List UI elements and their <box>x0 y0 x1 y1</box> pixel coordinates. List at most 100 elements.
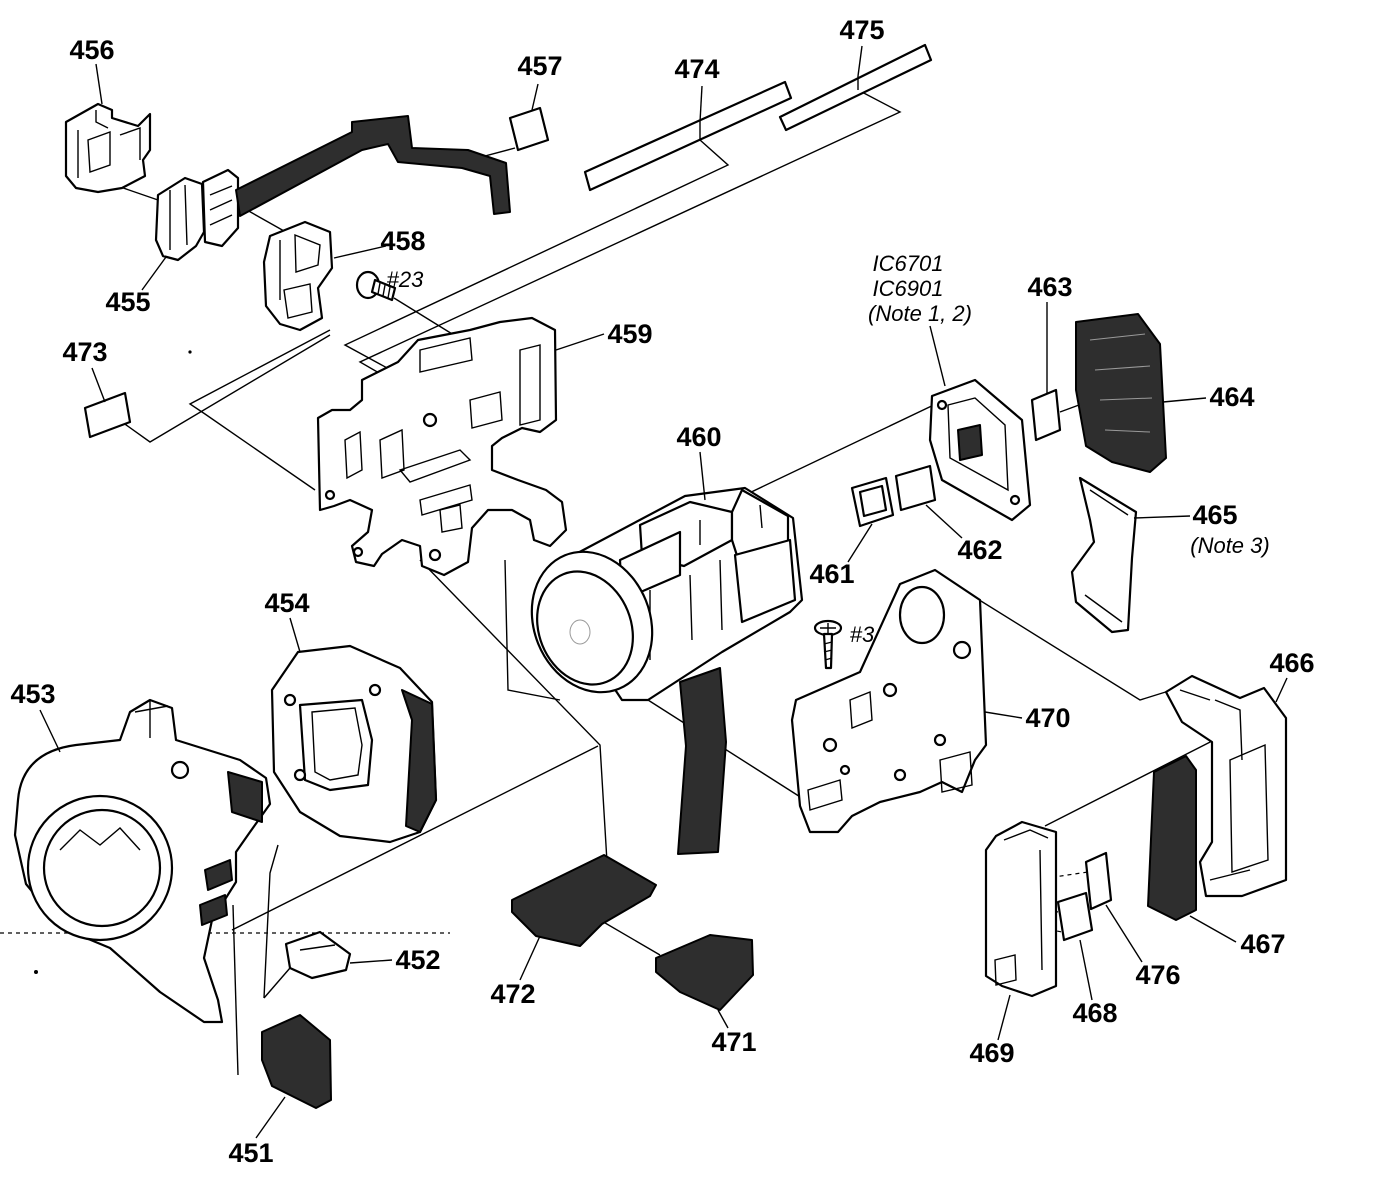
part-464-detail <box>1089 333 1153 433</box>
label-ic6901: IC6901 <box>873 276 944 301</box>
part-466 <box>1164 674 1288 898</box>
screw-3 <box>813 619 843 670</box>
leader-line-451 <box>255 1096 286 1139</box>
part-453-ring-inner <box>42 808 162 928</box>
part-451 <box>261 1014 332 1109</box>
part-452 <box>284 930 352 980</box>
part-469-detail <box>994 829 1049 986</box>
ic-board <box>928 378 1032 522</box>
part-470-hole <box>933 733 947 747</box>
leader-line-454 <box>289 617 301 653</box>
leader-line-ic <box>929 325 946 387</box>
label-452: 452 <box>395 945 440 975</box>
leader-line-468 <box>1079 939 1093 1001</box>
label-460: 460 <box>676 422 721 452</box>
part-470-hole <box>839 764 851 776</box>
label-470: 470 <box>1025 703 1070 733</box>
part-463 <box>1030 388 1062 442</box>
part-460-lens-center <box>569 619 591 645</box>
leader-line-453 <box>39 709 61 753</box>
part-465-detail <box>1084 489 1129 623</box>
part-459-outline <box>316 316 568 577</box>
label-464: 464 <box>1209 382 1254 412</box>
flex-cable-upper <box>235 115 511 217</box>
assembly-line-459-472 <box>419 559 608 863</box>
screw-23-thread <box>377 282 391 299</box>
part-459 <box>316 316 568 577</box>
leader-line-472 <box>519 935 541 981</box>
part-469-outline <box>984 820 1058 998</box>
part-456-outline <box>64 102 152 194</box>
leader-line-473 <box>91 367 106 403</box>
part-455-outline <box>154 176 206 262</box>
label-474: 474 <box>674 54 719 84</box>
part-453-mark <box>204 859 233 891</box>
part-labels: 456 457 474 475 458 455 459 473 463 464 … <box>10 15 1314 1168</box>
leader-line-470 <box>984 711 1023 719</box>
label-471: 471 <box>711 1027 756 1057</box>
label-466: 466 <box>1269 648 1314 678</box>
part-454-hole <box>283 693 297 707</box>
part-456 <box>64 102 152 194</box>
part-464 <box>1075 313 1167 473</box>
part-455-connector-detail <box>209 185 233 226</box>
assembly-line-469-466 <box>1044 735 1223 827</box>
leader-line-476 <box>1105 904 1143 963</box>
part-462 <box>894 464 937 512</box>
part-453-mark <box>199 894 228 926</box>
part-452-detail <box>299 944 336 951</box>
part-459-hole <box>428 548 442 562</box>
label-462: 462 <box>957 535 1002 565</box>
part-458-detail <box>279 233 321 319</box>
screw-3-cross <box>820 623 836 633</box>
leader-line-471 <box>717 1009 729 1029</box>
leader-line-458 <box>333 245 387 259</box>
label-ic6701: IC6701 <box>873 251 944 276</box>
label-461: 461 <box>809 559 854 589</box>
ic-board-hole <box>936 399 948 411</box>
ic-chip <box>957 424 983 461</box>
leader-line-467 <box>1189 915 1237 943</box>
label-467: 467 <box>1240 929 1285 959</box>
label-458: 458 <box>380 226 425 256</box>
screw-3-thread <box>823 641 833 661</box>
part-470-opening <box>898 585 946 645</box>
assembly-line-460-ic <box>744 401 941 496</box>
part-453-tab <box>134 700 169 738</box>
part-466-detail <box>1179 689 1269 881</box>
part-470-hole <box>822 737 838 753</box>
part-454-window-inner <box>311 707 363 781</box>
part-460-lens-glass <box>536 570 634 686</box>
leader-line-460 <box>699 451 706 501</box>
ic-board-hole <box>1009 494 1021 506</box>
label-451: 451 <box>228 1138 273 1168</box>
part-461-inner <box>858 484 888 518</box>
ic-board-inner <box>947 397 1009 492</box>
label-463: 463 <box>1027 272 1072 302</box>
screw-23 <box>355 270 397 302</box>
assembly-line-453-452 <box>263 967 291 999</box>
leader-line-459 <box>555 333 605 351</box>
part-458-outline <box>262 220 334 332</box>
part-470-tab <box>807 690 973 811</box>
part-460-cable <box>677 667 727 855</box>
part-454 <box>270 644 438 844</box>
part-454-hole <box>293 768 307 782</box>
leader-lines <box>39 45 1288 1139</box>
part-472 <box>511 854 657 947</box>
part-470-hole <box>882 682 898 698</box>
part-461 <box>850 476 895 528</box>
part-453-lens-edge <box>59 827 141 851</box>
part-455-connector <box>201 168 240 248</box>
part-473 <box>83 391 132 439</box>
leader-line-474 <box>699 85 703 123</box>
speck-dot <box>34 970 38 974</box>
part-476 <box>1084 851 1113 911</box>
part-452-outline <box>284 930 352 980</box>
leader-line-461 <box>847 523 873 563</box>
part-459-hole <box>352 546 364 558</box>
assembly-line-474-459 <box>343 139 730 376</box>
part-467 <box>1147 755 1197 921</box>
part-470-hole <box>893 768 907 782</box>
